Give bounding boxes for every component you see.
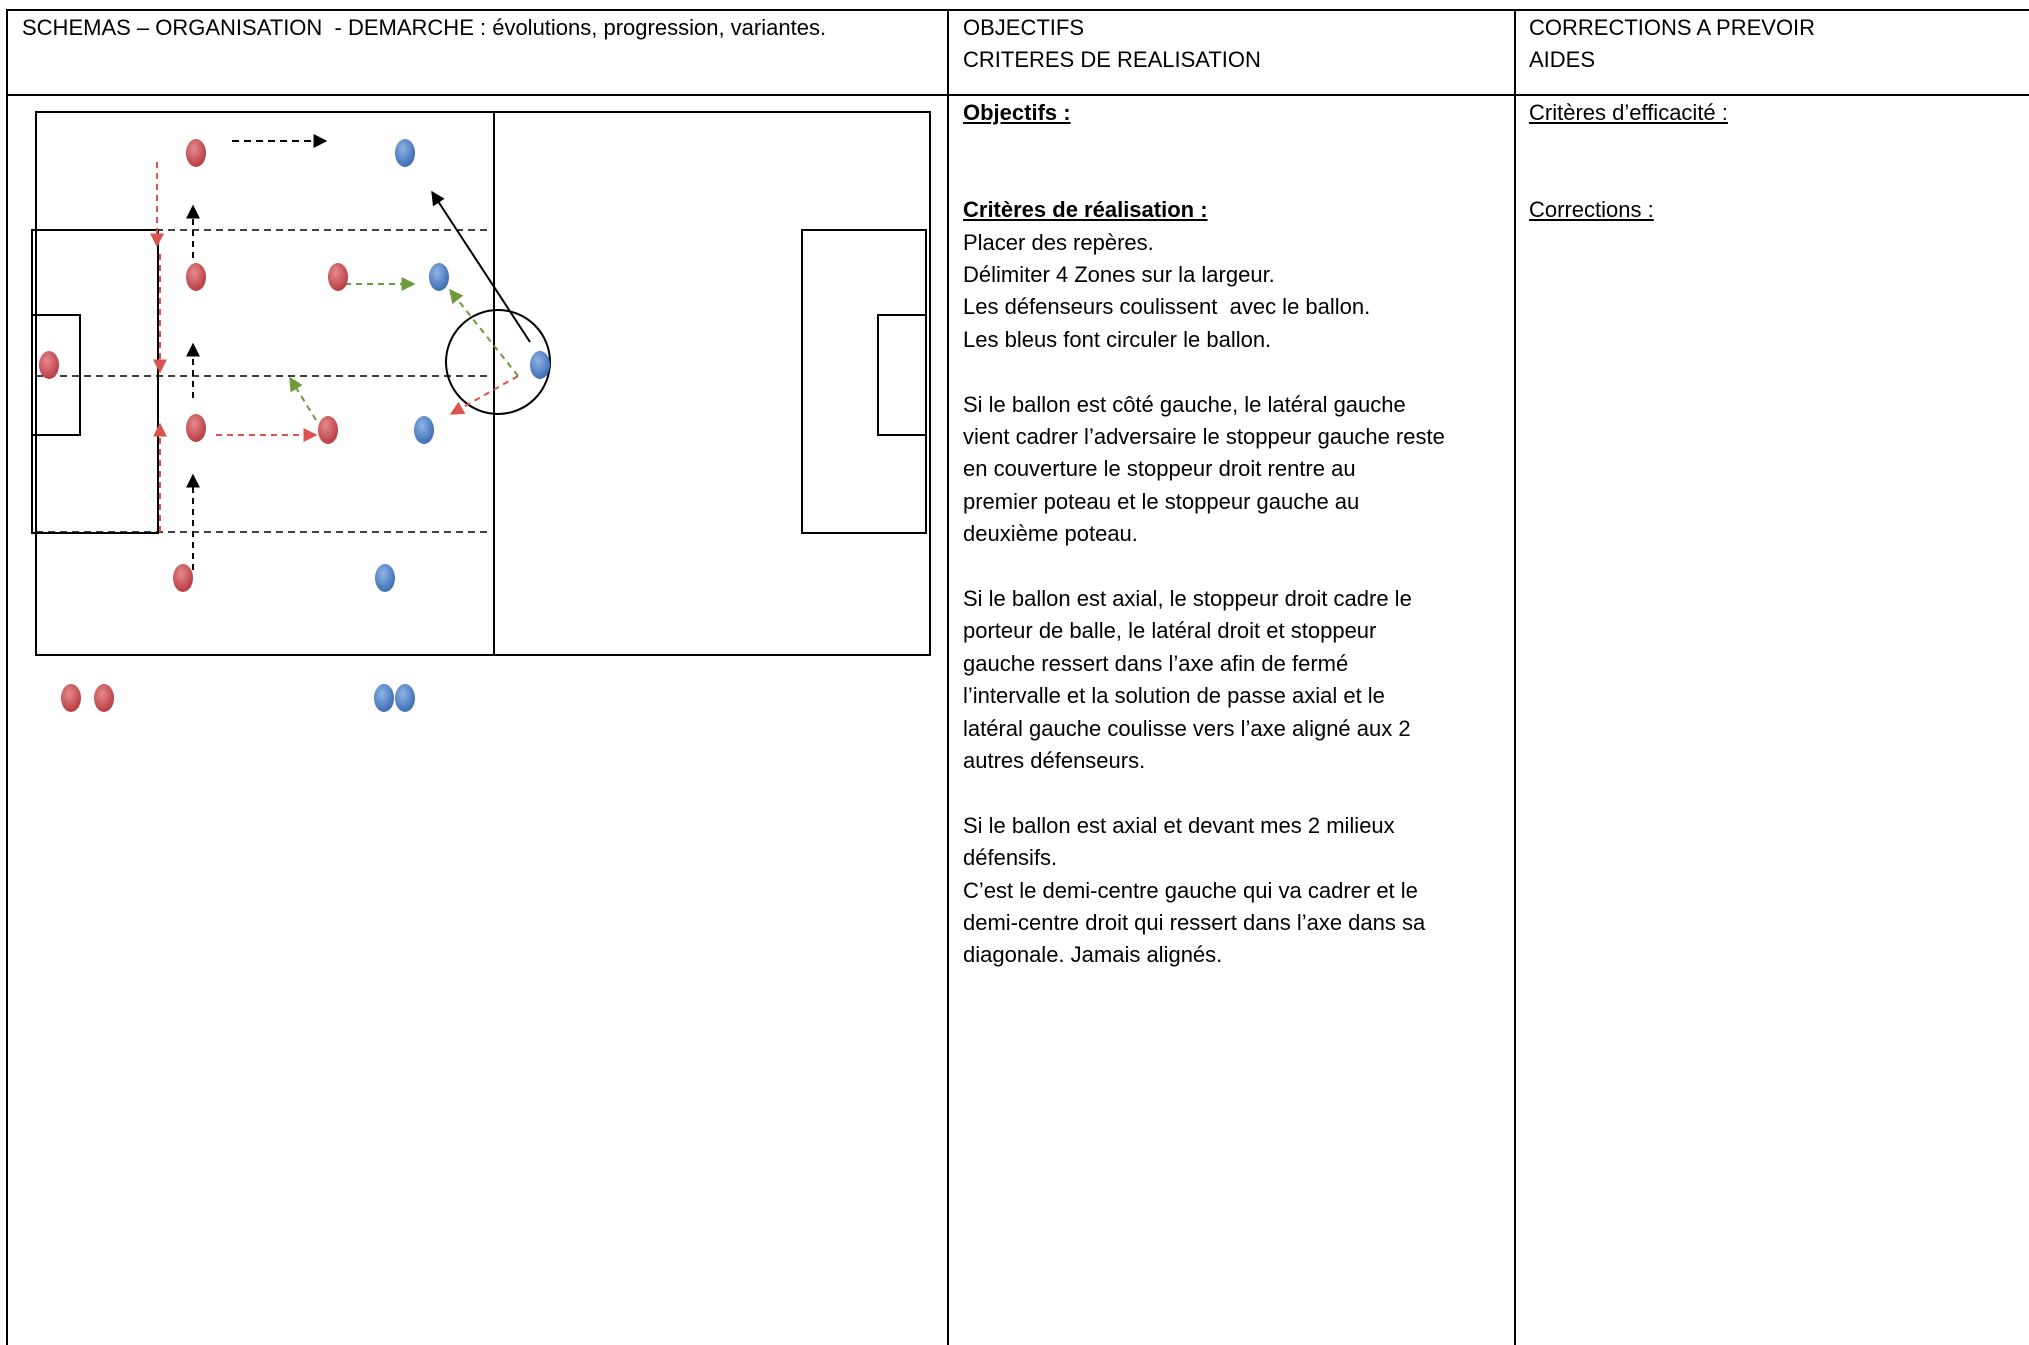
header-cell-corrections: CORRECTIONS A PREVOIR AIDES	[1529, 12, 2019, 77]
header-objectifs-text: OBJECTIFS	[963, 15, 1085, 40]
critere-line: Délimiter 4 Zones sur la largeur.	[963, 262, 1275, 287]
critere-line: Les défenseurs coulissent avec le ballon…	[963, 294, 1371, 320]
paragraph-line: diagonale. Jamais alignés.	[963, 942, 1223, 968]
paragraph-line: latéral gauche coulisse vers l’axe align…	[963, 715, 1411, 741]
header-cell-objectifs: OBJECTIFS CRITERES DE REALISATION	[963, 12, 1503, 77]
paragraph-line: Si le ballon est axial, le stoppeur droi…	[963, 586, 1412, 612]
spacer	[963, 777, 1508, 809]
objectifs-criteres-cell: Objectifs : Critères de réalisation : Pl…	[963, 97, 1508, 972]
paragraph-line: autres défenseurs.	[963, 748, 1146, 774]
critere-line: Les bleus font circuler le ballon.	[963, 326, 1272, 352]
column-divider-1	[947, 9, 949, 1345]
paragraph-line: C’est le demi-centre gauche qui va cadre…	[963, 877, 1418, 903]
blue-player-icon	[375, 564, 395, 592]
paragraph-line: en couverture le stoppeur droit rentre a…	[963, 456, 1356, 482]
spacer	[963, 129, 1508, 161]
tactical-diagram	[31, 111, 931, 712]
blue-player-icon	[374, 684, 394, 712]
red-player-icon	[61, 684, 81, 712]
right-goal-area	[877, 314, 927, 436]
header-cell-schemas: SCHEMAS – ORGANISATION - DEMARCHE : évol…	[22, 12, 937, 44]
paragraph-line: gauche ressert dans l’axe afin de fermé	[963, 650, 1349, 676]
header-schemas-text: SCHEMAS – ORGANISATION - DEMARCHE : évol…	[22, 15, 827, 40]
objectifs-heading: Objectifs :	[963, 100, 1071, 125]
spacer	[963, 551, 1508, 583]
paragraph-line: premier poteau et le stoppeur gauche au	[963, 488, 1360, 514]
right-penalty-area	[801, 229, 927, 534]
spacer	[1529, 129, 2019, 161]
spacer	[963, 162, 1508, 194]
red-arrow	[449, 375, 519, 415]
paragraph-line: demi-centre droit qui ressert dans l’axe…	[963, 910, 1426, 936]
circle-zone-icon	[445, 309, 551, 415]
red-player-icon	[39, 351, 59, 379]
paragraph-line: l’intervalle et la solution de passe axi…	[963, 683, 1385, 709]
spacer	[1529, 162, 2019, 194]
criteres-heading: Critères de réalisation :	[963, 197, 1208, 223]
corrections-cell: Critères d’efficacité : Corrections :	[1529, 97, 2019, 227]
table-border-left	[6, 9, 8, 1345]
header-corrections-text: CORRECTIONS A PREVOIR	[1529, 15, 1816, 40]
header-aides-text: AIDES	[1529, 47, 1596, 73]
header-criteres-text: CRITERES DE REALISATION	[963, 47, 1261, 73]
red-player-icon	[186, 263, 206, 291]
left-penalty-area	[31, 229, 159, 534]
paragraph-line: Si le ballon est côté gauche, le latéral…	[963, 391, 1406, 417]
column-divider-2	[1514, 9, 1516, 1345]
spacer	[963, 356, 1508, 388]
pitch-outline	[35, 111, 931, 656]
red-player-icon	[328, 263, 348, 291]
blue-player-icon	[414, 416, 434, 444]
paragraph-line: vient cadrer l’adversaire le stoppeur ga…	[963, 424, 1445, 450]
efficacite-heading: Critères d’efficacité :	[1529, 100, 1728, 125]
paragraph-line: deuxième poteau.	[963, 521, 1138, 547]
paragraph-line: Si le ballon est axial et devant mes 2 m…	[963, 812, 1395, 838]
black-arrow	[431, 190, 531, 343]
paragraph-line: porteur de balle, le latéral droit et st…	[963, 618, 1377, 644]
table-border-top	[6, 9, 2029, 11]
blue-player-icon	[429, 263, 449, 291]
red-player-icon	[318, 416, 338, 444]
red-player-icon	[186, 414, 206, 442]
blue-player-icon	[395, 139, 415, 167]
red-player-icon	[186, 139, 206, 167]
corrections-heading: Corrections :	[1529, 197, 1654, 223]
blue-player-icon	[530, 351, 550, 379]
critere-line: Placer des repères.	[963, 229, 1154, 255]
blue-player-icon	[395, 684, 415, 712]
table-header-separator	[6, 94, 2029, 96]
green-arrow	[449, 288, 519, 377]
paragraph-line: défensifs.	[963, 845, 1058, 871]
red-player-icon	[173, 564, 193, 592]
red-player-icon	[94, 684, 114, 712]
green-arrow	[289, 376, 317, 421]
left-goal-area	[31, 314, 81, 436]
